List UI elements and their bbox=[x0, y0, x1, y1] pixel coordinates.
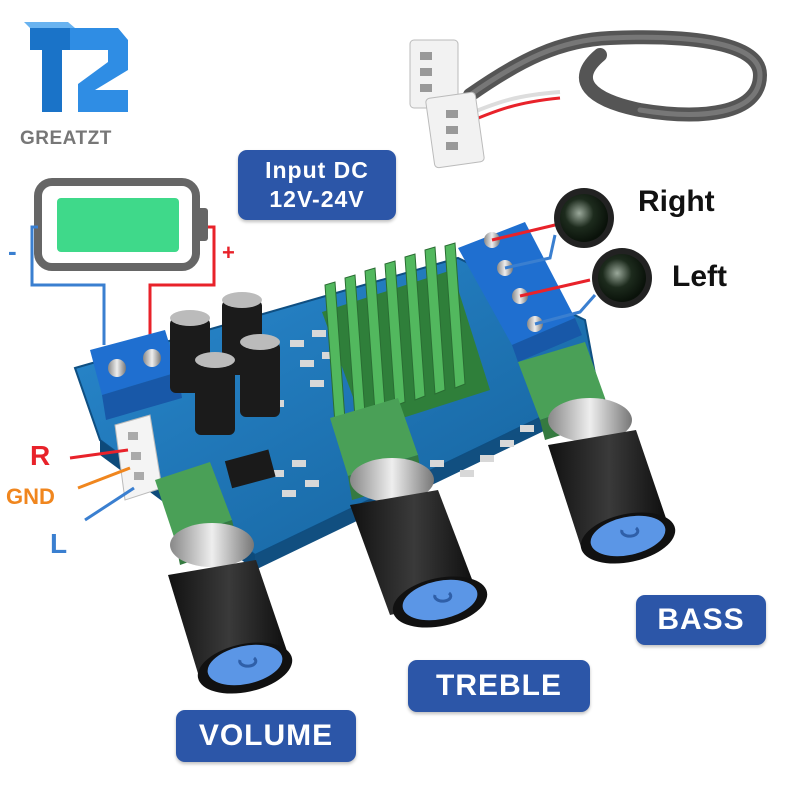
capacitors bbox=[170, 292, 280, 435]
audio-cable-icon bbox=[409, 30, 768, 169]
input-dc-line-1: Input DC bbox=[265, 157, 369, 183]
gnd-label: GND bbox=[6, 484, 55, 509]
speaker-right-icon bbox=[554, 188, 614, 248]
l-channel-label: L bbox=[50, 528, 68, 559]
speaker-left-icon bbox=[592, 248, 652, 308]
bass-knob-icon bbox=[548, 398, 676, 564]
bass-label: BASS bbox=[636, 595, 766, 645]
r-channel-label: R bbox=[30, 440, 51, 471]
ic-chip bbox=[224, 449, 276, 489]
power-terminal-block bbox=[90, 330, 182, 420]
speaker-terminal-block bbox=[458, 222, 582, 362]
right-speaker-label: Right bbox=[638, 185, 715, 218]
audio-input-connector bbox=[114, 414, 163, 501]
negative-label: - bbox=[8, 236, 17, 266]
volume-label: VOLUME bbox=[176, 710, 356, 762]
treble-knob-icon bbox=[350, 458, 488, 628]
input-dc-line-2: 12V-24V bbox=[269, 186, 365, 212]
positive-wire bbox=[148, 225, 216, 345]
brand-logo-icon bbox=[24, 22, 128, 112]
brand-name: GREATZT bbox=[20, 128, 112, 149]
positive-label: + bbox=[222, 240, 235, 265]
heatsink bbox=[322, 242, 490, 430]
battery-icon bbox=[34, 178, 208, 271]
volume-knob-icon bbox=[168, 523, 293, 694]
input-dc-label: Input DC 12V-24V bbox=[238, 150, 396, 220]
left-speaker-label: Left bbox=[672, 260, 727, 293]
negative-wire bbox=[30, 225, 106, 345]
treble-label: TREBLE bbox=[408, 660, 590, 712]
